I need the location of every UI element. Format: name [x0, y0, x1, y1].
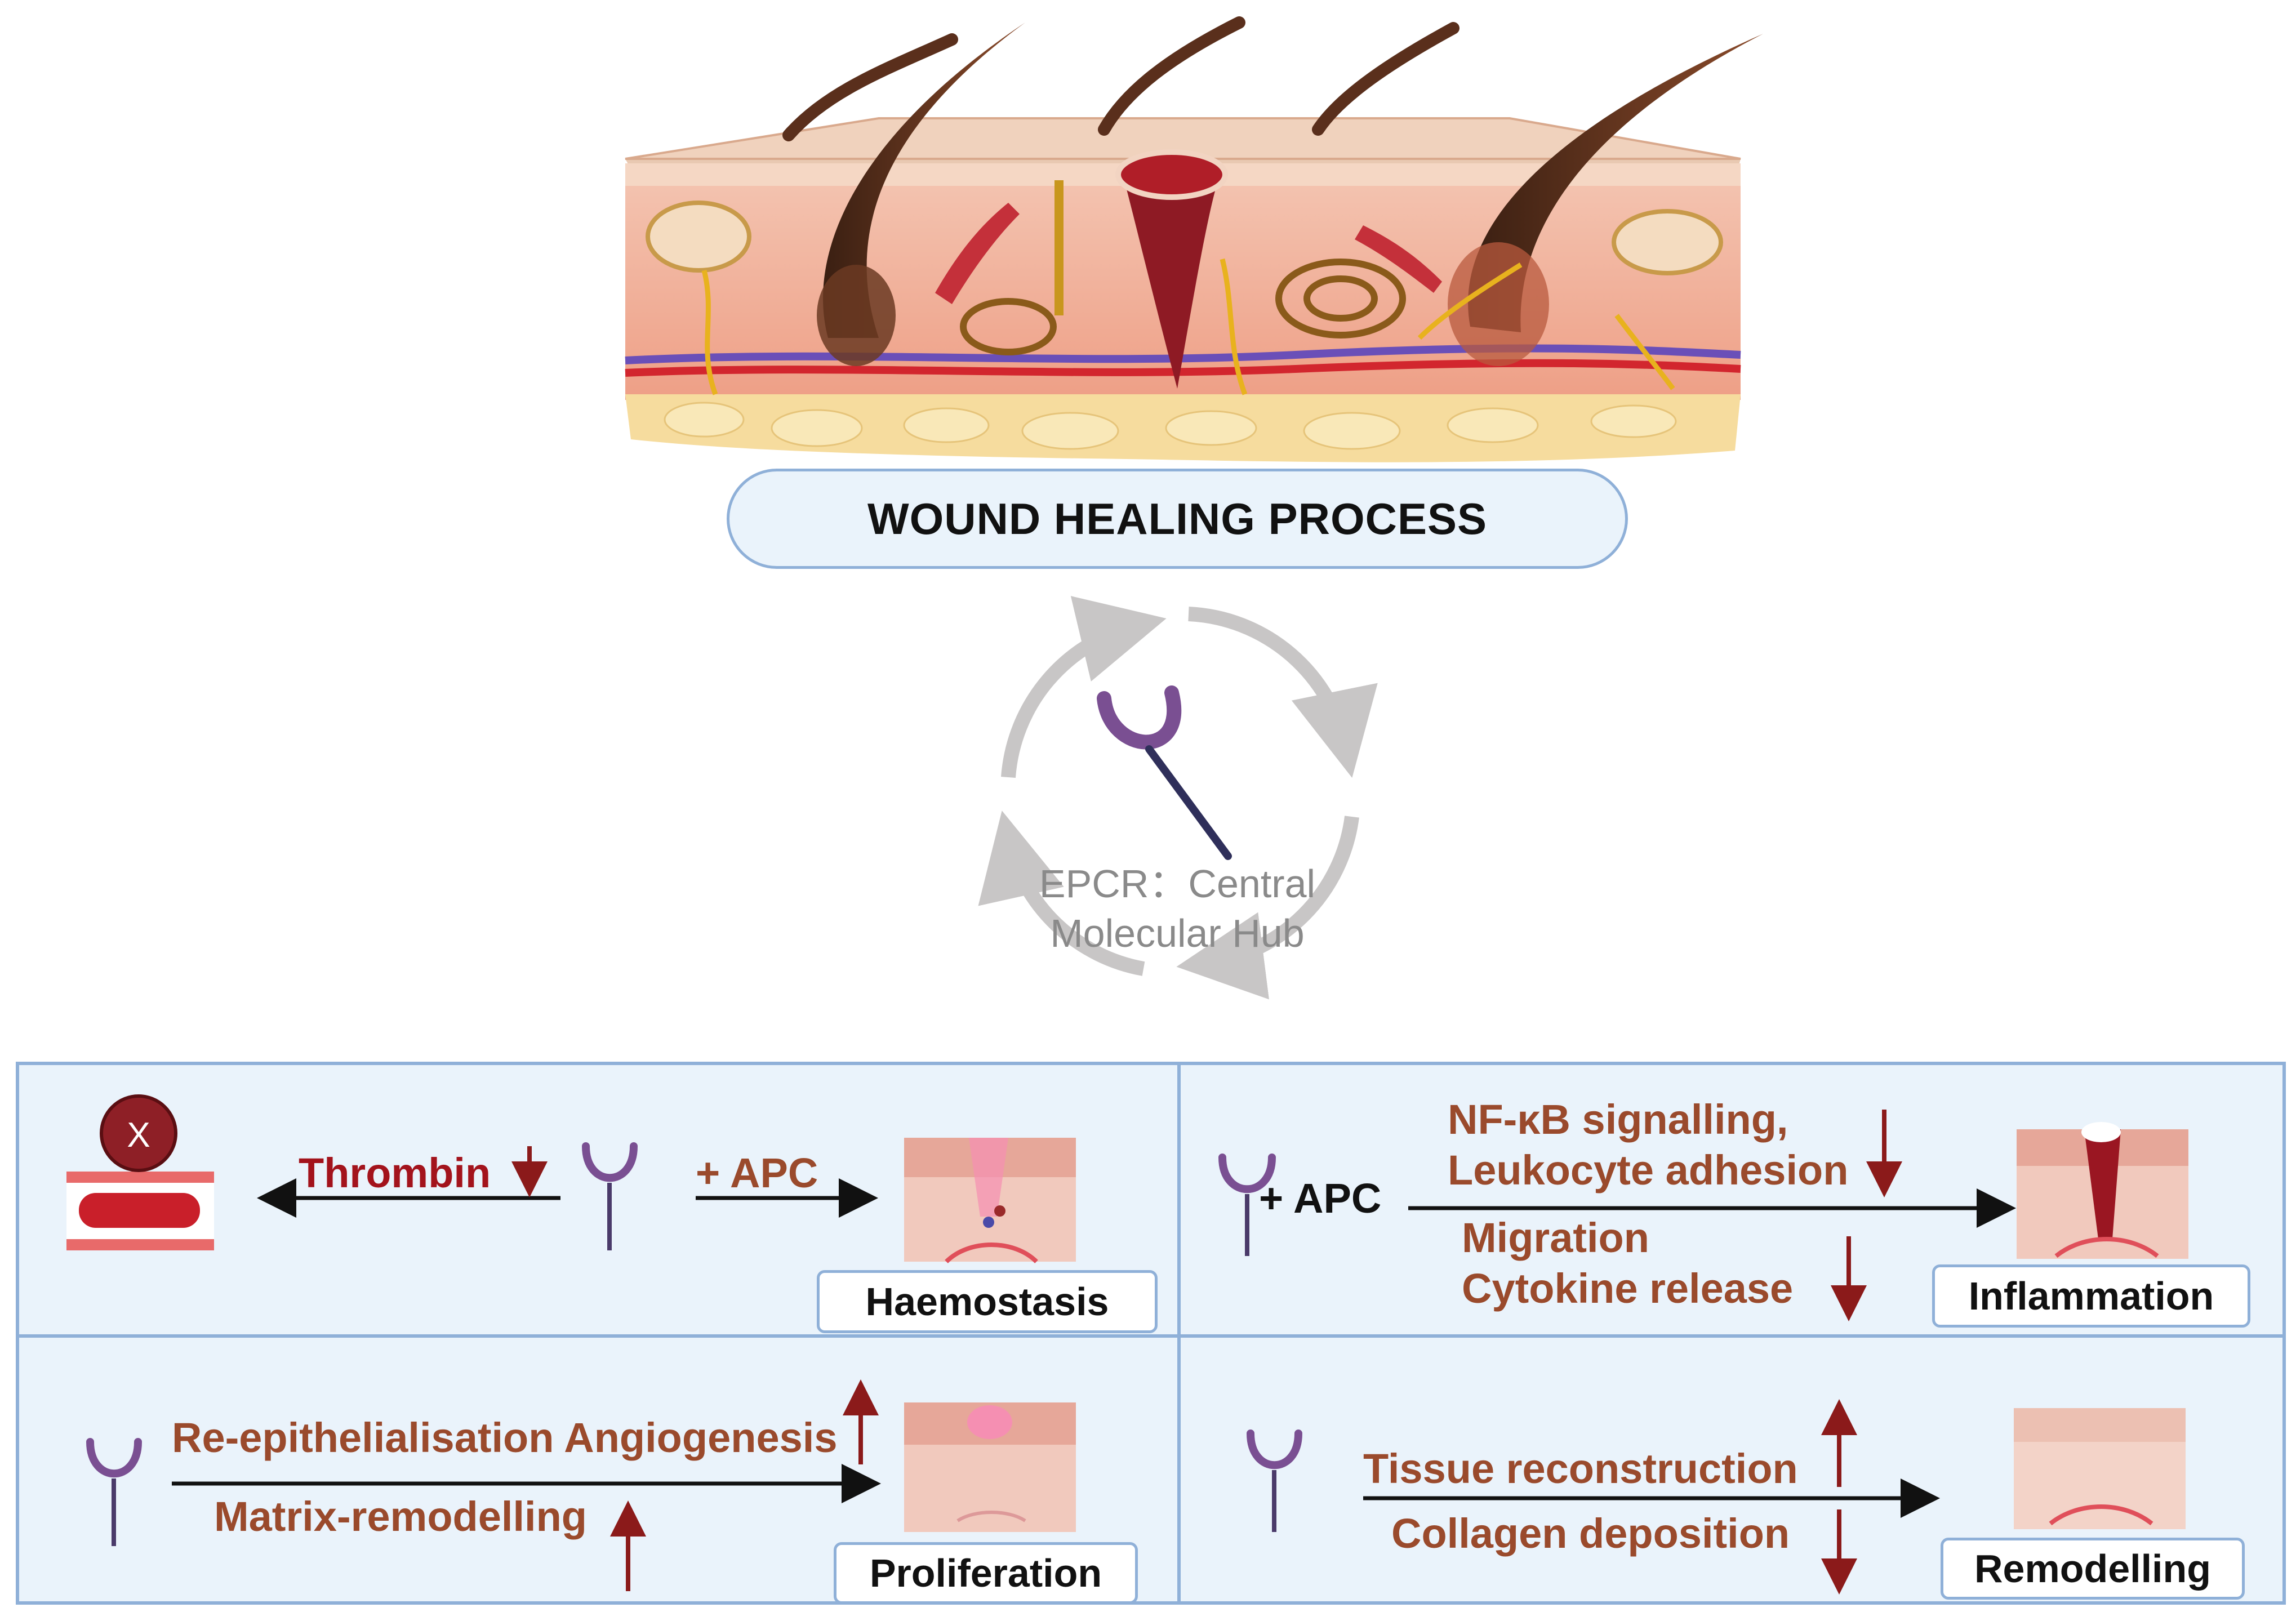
cytokine-label: Cytokine release: [1462, 1265, 1794, 1312]
proliferation-label: Proliferation: [834, 1542, 1138, 1604]
matrix-remodelling-label: Matrix-remodelling: [214, 1493, 587, 1540]
reepithelialisation-label: Re-epithelialisation Angiogenesis: [172, 1414, 838, 1461]
haemostasis-graphics: X: [66, 1094, 1076, 1263]
haemostasis-label: Haemostasis: [817, 1270, 1158, 1333]
migration-label: Migration: [1462, 1214, 1649, 1261]
tissue-reconstruction-label: Tissue reconstruction: [1363, 1445, 1798, 1492]
hub-label-line2: Molecular Hub: [1050, 911, 1305, 955]
epcr-receptor-icon: [1097, 685, 1232, 860]
remodelling-wound-image: [2014, 1408, 2186, 1529]
wound-healing-title: WOUND HEALING PROCESS: [727, 469, 1628, 569]
inflammation-apc-label: + APC: [1259, 1175, 1382, 1222]
cycle-arrows: [978, 596, 1378, 1000]
haemostasis-wound-image: [904, 1138, 1076, 1263]
proliferation-graphics: [86, 1379, 1076, 1591]
inflammation-wound-image: [2017, 1122, 2188, 1259]
inhibit-mark: X: [127, 1116, 150, 1155]
leukocyte-label: Leukocyte adhesion: [1448, 1147, 1849, 1194]
thrombin-label: Thrombin: [299, 1150, 491, 1196]
inflammation-graphics: [1218, 1110, 2188, 1321]
collagen-deposition-label: Collagen deposition: [1391, 1510, 1790, 1557]
title-text: WOUND HEALING PROCESS: [867, 493, 1488, 544]
inhibit-circle-icon: [100, 1094, 177, 1172]
remodelling-label: Remodelling: [1941, 1538, 2245, 1600]
nfkb-label: NF-κB signalling,: [1448, 1096, 1788, 1143]
skin-illustration: [625, 16, 1763, 462]
inflammation-label: Inflammation: [1932, 1264, 2250, 1328]
proliferation-wound-image: [904, 1402, 1076, 1532]
remodelling-graphics: [1247, 1399, 2186, 1595]
haemostasis-apc-label: + APC: [696, 1150, 818, 1196]
hub-label: EPCR：Central Molecular Hub: [997, 859, 1358, 958]
hub-label-line1: EPCR：Central: [1039, 862, 1316, 906]
